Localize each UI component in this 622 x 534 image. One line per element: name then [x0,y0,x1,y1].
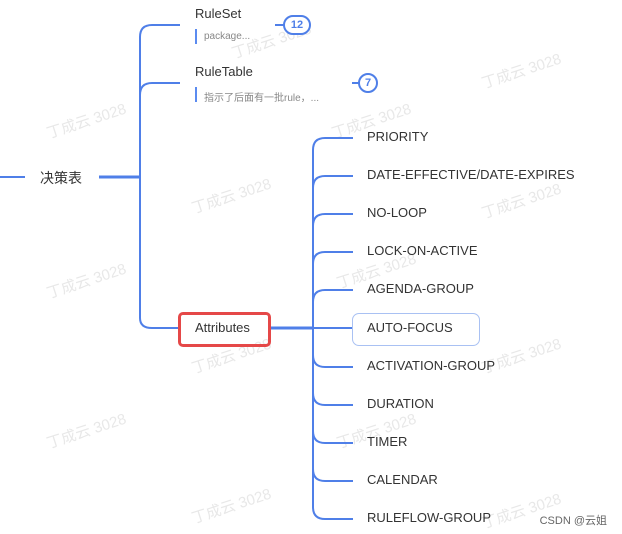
attr-priority[interactable]: PRIORITY [367,129,429,144]
attr-calendar[interactable]: CALENDAR [367,472,438,487]
attr-date-effective-expires[interactable]: DATE-EFFECTIVE/DATE-EXPIRES [367,167,575,182]
attr-auto-focus[interactable]: AUTO-FOCUS [367,320,453,335]
selected-node-outline [352,313,480,346]
collapsed-count-badge[interactable]: 7 [358,73,378,93]
node-ruleset[interactable]: RuleSet [195,6,242,21]
attr-timer[interactable]: TIMER [367,434,408,449]
node-ruletable[interactable]: RuleTable [195,64,253,79]
node-attributes[interactable]: Attributes [195,320,250,335]
highlight-box [178,312,271,347]
attr-lock-on-active[interactable]: LOCK-ON-ACTIVE [367,243,478,258]
attr-ruleflow-group[interactable]: RULEFLOW-GROUP [367,510,491,525]
attr-activation-group[interactable]: ACTIVATION-GROUP [367,358,496,373]
note-ruleset: package... [195,29,250,44]
footer-credit: CSDN @云姐 [539,515,607,527]
collapsed-count-badge[interactable]: 12 [283,15,311,35]
attr-agenda-group[interactable]: AGENDA-GROUP [367,281,474,296]
attr-duration[interactable]: DURATION [367,396,434,411]
attr-no-loop[interactable]: NO-LOOP [367,205,427,220]
root-node[interactable]: 决策表 [40,170,82,186]
note-ruletable: 指示了后面有一批rule，... [195,87,319,104]
